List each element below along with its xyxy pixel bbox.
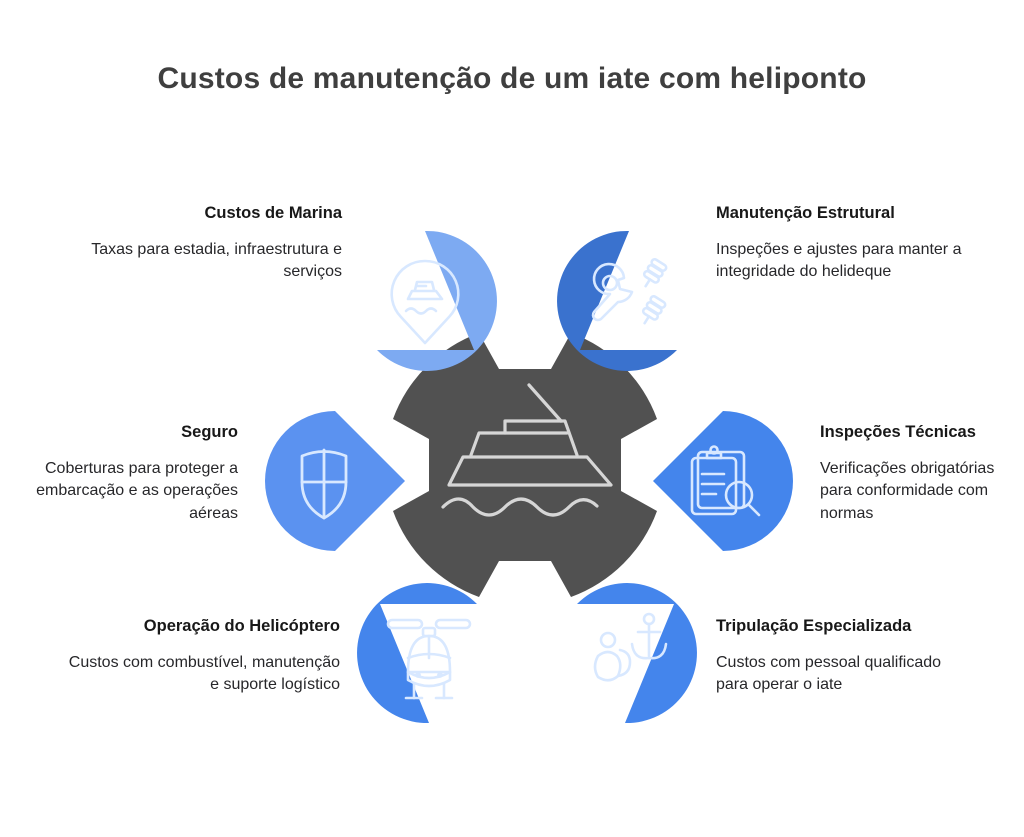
bubble-helicoptero[interactable] bbox=[356, 580, 502, 726]
heading-helicoptero: Operação do Helicóptero bbox=[143, 617, 340, 635]
body-seguro: Coberturas para proteger a embarcação e … bbox=[36, 459, 238, 523]
heading-seguro: Seguro bbox=[181, 423, 238, 441]
bubble-tripulacao[interactable] bbox=[552, 580, 698, 726]
bubble-marina-shape bbox=[377, 230, 497, 371]
text-block-inspecoes: Inspeções Técnicas Verificações obrigató… bbox=[820, 422, 1020, 526]
crew-anchor-icon bbox=[593, 612, 668, 682]
bubble-inspecoes-shape bbox=[653, 411, 793, 551]
wrench-bolts-icon bbox=[591, 258, 668, 325]
body-helicoptero: Custos com combustível, manutenção e sup… bbox=[68, 653, 340, 694]
shield-icon bbox=[300, 448, 348, 520]
bubble-estrutural-shape bbox=[557, 230, 677, 371]
text-block-estrutural: Manutenção Estrutural Inspeções e ajuste… bbox=[716, 203, 986, 284]
body-tripulacao: Custos com pessoal qualificado para oper… bbox=[716, 653, 942, 694]
yacht-icon bbox=[441, 383, 613, 517]
bubble-estrutural[interactable] bbox=[556, 228, 702, 374]
heading-tripulacao: Tripulação Especializada bbox=[716, 617, 912, 635]
heading-estrutural: Manutenção Estrutural bbox=[716, 204, 895, 222]
heading-inspecoes: Inspeções Técnicas bbox=[820, 423, 976, 441]
bubble-tripulacao-shape bbox=[577, 583, 697, 724]
bubble-marina[interactable] bbox=[352, 228, 498, 374]
text-block-marina: Custos de Marina Taxas para estadia, inf… bbox=[30, 203, 342, 284]
body-estrutural: Inspeções e ajustes para manter a integr… bbox=[716, 240, 962, 281]
body-inspecoes: Verificações obrigatórias para conformid… bbox=[820, 459, 995, 523]
map-pin-boat-icon bbox=[390, 259, 460, 345]
body-marina: Taxas para estadia, infraestrutura e ser… bbox=[91, 240, 342, 281]
page-title: Custos de manutenção de um iate com heli… bbox=[157, 62, 867, 95]
bubble-seguro[interactable] bbox=[262, 408, 408, 554]
heading-marina: Custos de Marina bbox=[204, 204, 342, 222]
center-hub bbox=[381, 321, 669, 609]
text-block-helicoptero: Operação do Helicóptero Custos com combu… bbox=[60, 616, 340, 697]
bubble-helicoptero-shape bbox=[357, 583, 477, 724]
text-block-tripulacao: Tripulação Especializada Custos com pess… bbox=[716, 616, 956, 697]
text-block-seguro: Seguro Coberturas para proteger a embarc… bbox=[10, 422, 238, 526]
helicopter-icon bbox=[386, 618, 472, 700]
clipboard-magnifier-icon bbox=[690, 445, 761, 517]
bubble-inspecoes[interactable] bbox=[650, 408, 796, 554]
hub-shape bbox=[393, 333, 657, 597]
